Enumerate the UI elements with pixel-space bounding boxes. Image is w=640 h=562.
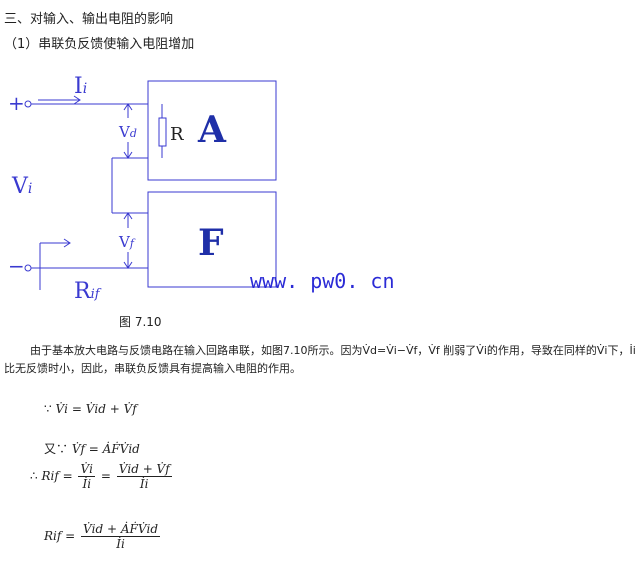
vf-label: Vf — [118, 233, 136, 251]
vd-label: Vd — [118, 123, 137, 141]
section-heading: 三、对输入、输出电阻的影响 — [4, 12, 174, 27]
figure-caption: 图 7.10 — [119, 315, 162, 329]
resistor — [158, 117, 167, 147]
input-terminal-minus — [24, 264, 32, 272]
vi-label: Vi — [11, 174, 32, 199]
amplifier-block — [147, 80, 277, 181]
minus-label: − — [8, 254, 25, 278]
input-terminal-plus — [24, 100, 32, 108]
feedback-block-label: F — [198, 222, 224, 264]
formula-2: 又∵ V̇f = ȦḞV̇id — [44, 442, 140, 456]
feedback-block — [147, 191, 277, 288]
watermark: www. pw0. cn — [250, 269, 395, 293]
resistor-label: R — [170, 124, 184, 145]
circuit-diagram: + − Ii Vd Vf Vi Rif R A F www. pw0. cn — [8, 74, 395, 304]
formula-1: ∵ V̇i = V̇id + V̇f — [44, 402, 137, 416]
rif-label: Rif — [74, 279, 102, 304]
plus-label: + — [8, 91, 25, 115]
explanation-paragraph: 由于基本放大电路与反馈电路在输入回路串联，如图7.10所示。因为V̇d=V̇i−… — [4, 344, 636, 375]
current-label: Ii — [74, 74, 87, 99]
subsection-heading: （1）串联负反馈使输入电阻增加 — [4, 37, 195, 52]
amp-block-label: A — [197, 109, 227, 151]
